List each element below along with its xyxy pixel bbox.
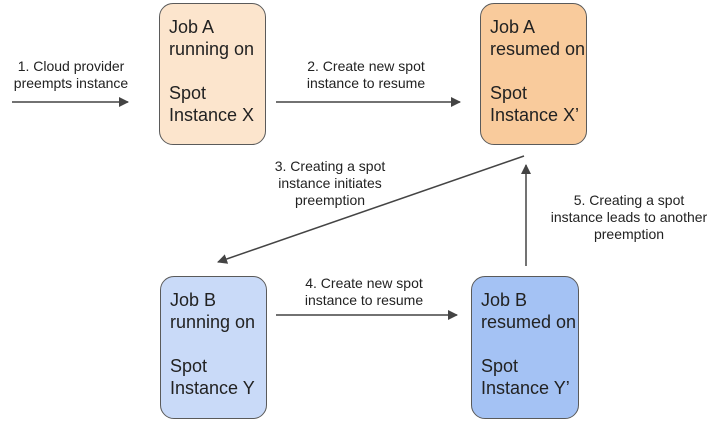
node-instance-line-1: Spot — [170, 356, 208, 376]
edge-label-line: preemption — [593, 226, 665, 242]
arrow-step-3 — [217, 155, 525, 264]
node-status: resumed on — [481, 312, 577, 332]
node-instance-line-1: Spot — [169, 83, 207, 103]
edge-label-line: 1. Cloud provider — [17, 58, 125, 74]
edge-label-line: 4. Create new spot — [305, 275, 423, 291]
node-job-a-instance-x-prime: Job A resumed on Spot Instance X’ — [480, 3, 587, 145]
edge-label-line: instance leads to another — [550, 209, 708, 225]
edge-label-line: instance to resume — [304, 292, 424, 308]
node-status: resumed on — [490, 39, 586, 59]
node-title: Job B — [170, 290, 217, 310]
node-title: Job A — [490, 17, 536, 37]
node-title: Job B — [481, 290, 528, 310]
edge-label-step-5: 5. Creating a spot instance leads to ano… — [538, 192, 720, 243]
node-instance-line-2: Instance X’ — [490, 105, 580, 125]
edge-label-line: 3. Creating a spot — [274, 158, 386, 174]
edge-label-line: 2. Create new spot — [307, 58, 425, 74]
edge-label-step-4: 4. Create new spot instance to resume — [284, 275, 444, 309]
node-job-a-instance-x: Job A running on Spot Instance X — [159, 3, 266, 145]
node-instance-line-1: Spot — [481, 356, 519, 376]
node-job-b-instance-y: Job B running on Spot Instance Y — [160, 276, 267, 419]
edge-label-step-1: 1. Cloud provider preempts instance — [6, 58, 136, 92]
node-status: running on — [170, 312, 256, 332]
node-job-b-instance-y-prime: Job B resumed on Spot Instance Y’ — [471, 276, 579, 419]
edge-label-line: instance to resume — [306, 75, 426, 91]
node-status: running on — [169, 39, 255, 59]
edge-label-line: preemption — [294, 192, 366, 208]
edge-label-line: 5. Creating a spot — [573, 192, 685, 208]
node-title: Job A — [169, 17, 215, 37]
node-instance-line-2: Instance Y’ — [481, 378, 570, 398]
edge-label-step-2: 2. Create new spot instance to resume — [286, 58, 446, 92]
edge-label-step-3: 3. Creating a spot instance initiates pr… — [255, 158, 405, 209]
node-instance-line-1: Spot — [490, 83, 528, 103]
node-instance-line-2: Instance Y — [170, 378, 255, 398]
edge-label-line: instance initiates — [278, 175, 382, 191]
node-instance-line-2: Instance X — [169, 105, 255, 125]
edge-label-line: preempts instance — [13, 75, 129, 91]
